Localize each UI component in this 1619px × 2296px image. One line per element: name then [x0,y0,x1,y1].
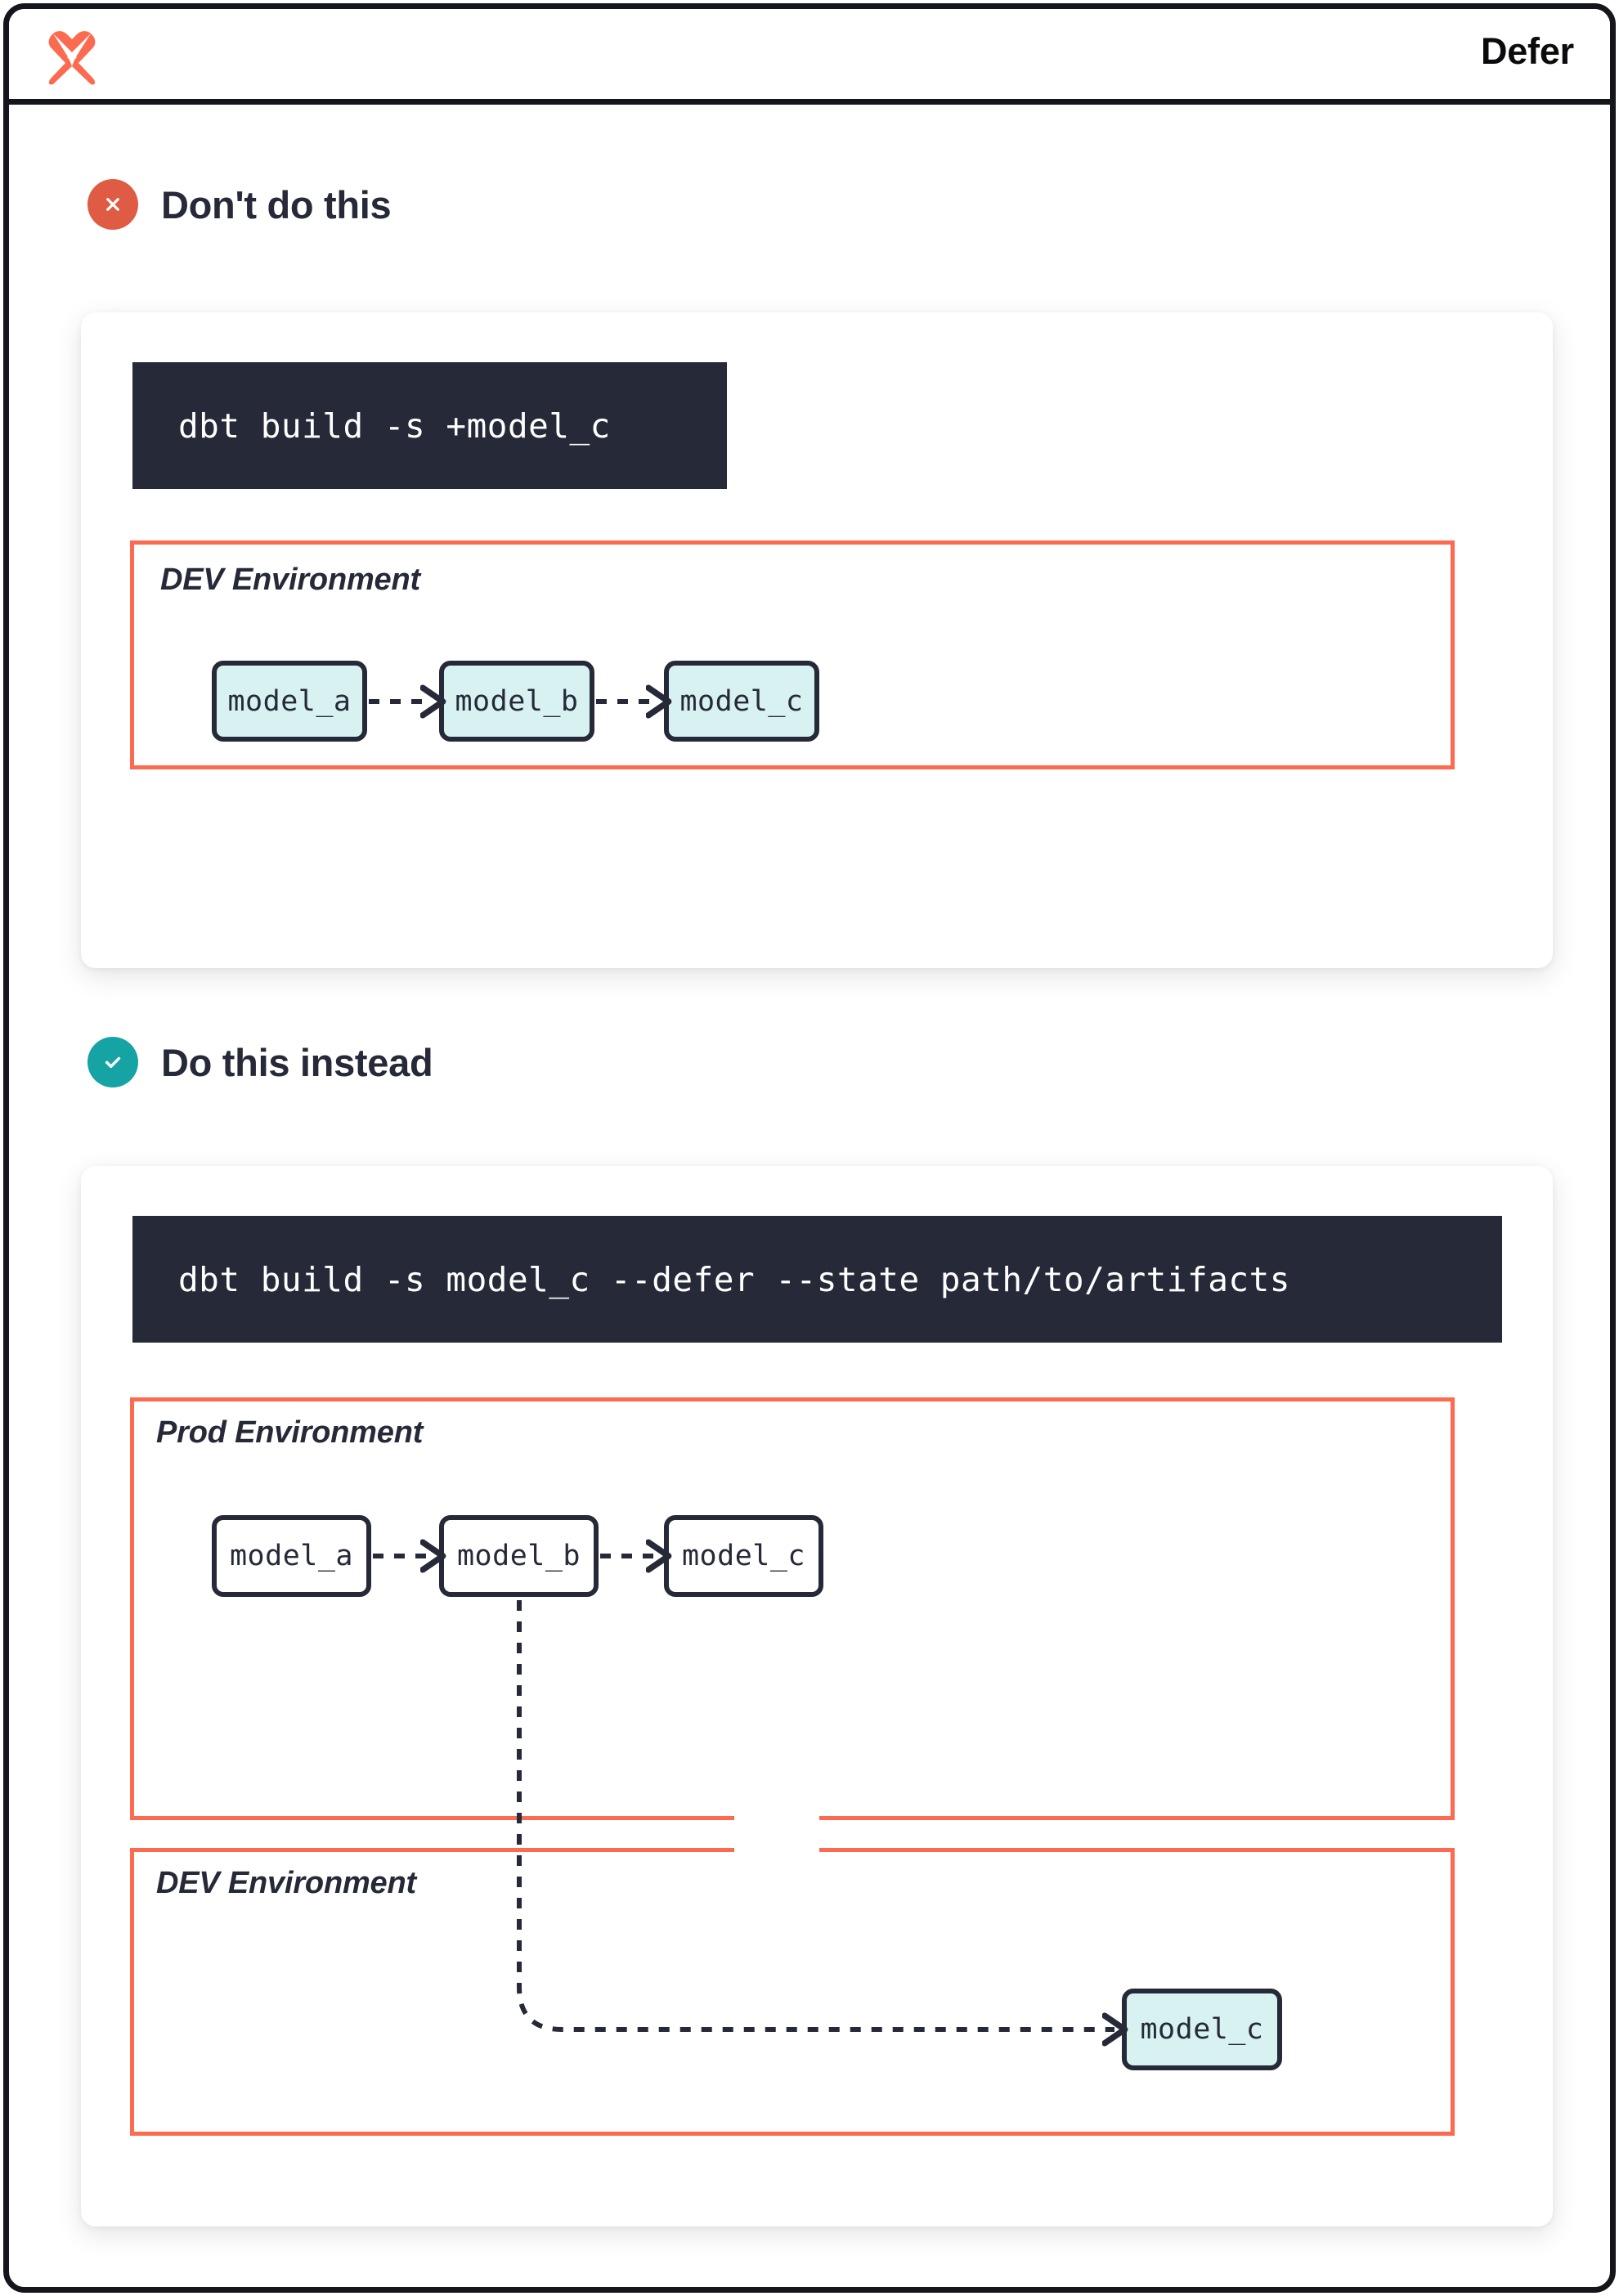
env-dev2-border-bottom [130,2132,1455,2136]
page-title: Defer [1480,30,1574,72]
node-model-c-dev1[interactable]: model_c [664,661,819,742]
node-label: model_c [679,684,804,718]
env-dev2-border-left [130,1848,134,2136]
node-model-c-prod[interactable]: model_c [664,1515,823,1597]
env-dev2-border-right [1451,1848,1455,2136]
node-label: model_c [1140,2013,1264,2046]
node-label: model_a [229,1540,353,1572]
command-text-dont: dbt build -s +model_c [178,406,611,446]
env-label-prod: Prod Environment [156,1415,424,1450]
header-bar: Defer [9,9,1610,105]
code-block-dont: dbt build -s +model_c [132,362,727,489]
card-do-this-instead: dbt build -s model_c --defer --state pat… [81,1166,1553,2226]
circle-check-icon [87,1037,138,1087]
env-prod-border-bottom-right [819,1816,1455,1820]
env-prod-border-bottom-left [130,1816,734,1820]
node-model-a-prod[interactable]: model_a [212,1515,371,1597]
section-title-dont: Don't do this [161,182,392,226]
node-model-b-prod[interactable]: model_b [439,1515,599,1597]
dbt-logo-icon [45,29,99,86]
env-prod-border-left [130,1397,134,1820]
node-label: model_b [455,684,579,718]
env-prod-border-right [1451,1397,1455,1820]
card-dont-do-this: dbt build -s +model_c DEV Environment mo… [81,312,1553,968]
section-heading-dont: Don't do this [87,179,392,230]
section-title-do: Do this instead [161,1040,433,1084]
command-text-do: dbt build -s model_c --defer --state pat… [178,1259,1290,1299]
env-prod-border-top [130,1397,1455,1401]
env-dev2-border-top-left [130,1848,734,1852]
node-label: model_c [681,1540,805,1572]
env-label-dev-1: DEV Environment [160,563,420,597]
code-block-do: dbt build -s model_c --defer --state pat… [132,1216,1502,1343]
env-dev2-border-top-right [819,1848,1455,1852]
node-model-c-dev2[interactable]: model_c [1122,1989,1282,2070]
section-heading-do: Do this instead [87,1037,433,1087]
node-model-b-dev1[interactable]: model_b [439,661,594,742]
circle-x-icon [87,179,138,230]
node-model-a-dev1[interactable]: model_a [212,661,367,742]
edge-defer-prod-b-to-dev-c [517,1600,1114,2029]
node-label: model_b [456,1540,581,1572]
poster-frame: Defer Don't do this dbt build -s +model_… [3,3,1616,2293]
env-label-dev-2: DEV Environment [156,1866,416,1900]
node-label: model_a [227,684,352,718]
env-box-dev-1: DEV Environment [130,540,1455,769]
